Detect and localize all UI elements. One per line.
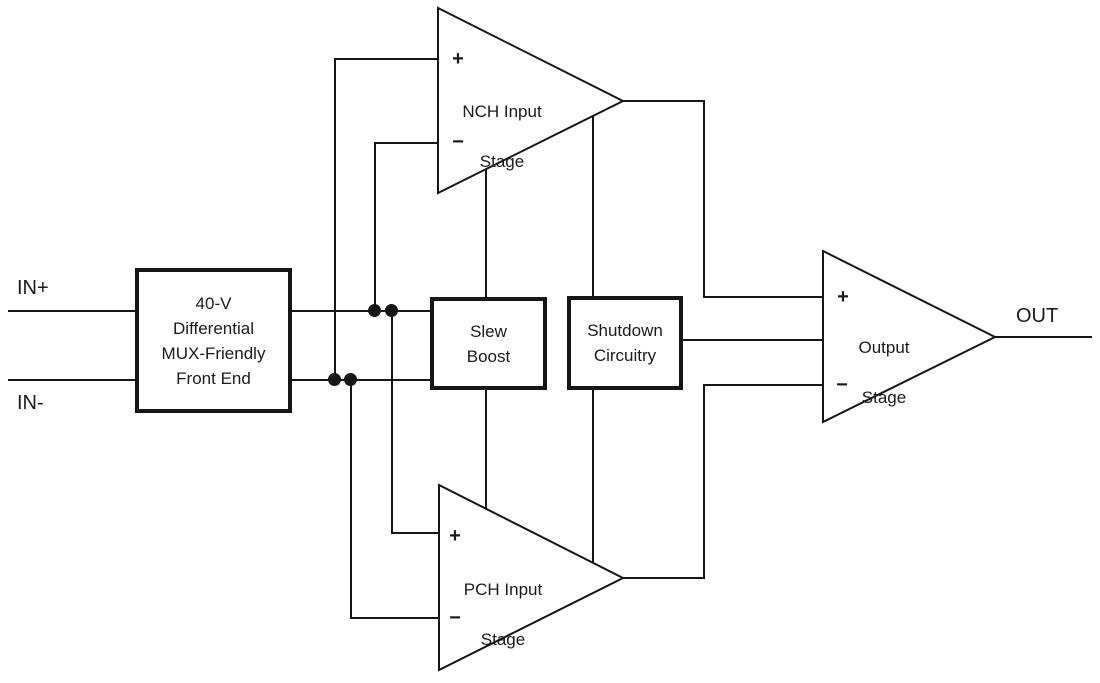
wire-v-slewboost-bottom xyxy=(485,389,487,510)
front-end-line4: Front End xyxy=(176,368,251,388)
triangle-shape xyxy=(822,249,998,424)
shutdown-block: Shutdown Circuitry xyxy=(567,296,683,390)
junction-dot-inplus-pchplus xyxy=(385,304,398,317)
output-stage-label-line2: Stage xyxy=(861,388,907,407)
wire-in-minus-mid xyxy=(292,379,431,381)
wire-v-nch-plus xyxy=(334,58,336,380)
pch-input-stage-label: PCH Input Stage xyxy=(438,552,568,677)
wire-pch-plus-stub xyxy=(391,532,439,534)
pch-input-stage-triangle xyxy=(438,483,626,672)
wire-v-shutdown-bottom xyxy=(592,389,594,564)
wire-v-pch-output xyxy=(703,384,705,578)
output-stage-label-line1: Output xyxy=(858,338,910,357)
wire-in-plus-mid xyxy=(292,310,431,312)
wire-outstage-plus-h xyxy=(703,296,823,298)
shutdown-line1: Shutdown xyxy=(587,321,663,340)
triangle-shape xyxy=(437,6,626,195)
pch-plus-sign: + xyxy=(449,525,461,547)
wire-out-line xyxy=(994,336,1092,338)
pch-label-line2: Stage xyxy=(480,630,526,649)
front-end-line2: Differential xyxy=(173,318,254,338)
wire-nch-minus-stub xyxy=(374,142,438,144)
junction-dot-inplus-nchminus xyxy=(368,304,381,317)
wire-v-pch-plus xyxy=(391,310,393,533)
output-stage-triangle xyxy=(822,249,998,424)
wire-pch-output-h xyxy=(622,577,705,579)
junction-dot-inminus-nchplus xyxy=(328,373,341,386)
output-stage-minus-sign: − xyxy=(836,374,848,396)
wire-v-slewboost-top xyxy=(485,169,487,298)
front-end-block: 40-V Differential MUX-Friendly Front End xyxy=(135,268,292,413)
nch-minus-sign: − xyxy=(452,131,464,153)
pch-minus-sign: − xyxy=(449,607,461,629)
output-stage-label: Output Stage xyxy=(824,310,944,435)
pch-label-line1: PCH Input xyxy=(463,580,543,599)
output-stage-plus-sign: + xyxy=(837,286,849,308)
wire-pch-minus-stub xyxy=(350,617,439,619)
wire-nch-output-h xyxy=(622,100,705,102)
nch-plus-sign: + xyxy=(452,48,464,70)
in-minus-label: IN- xyxy=(17,392,44,414)
out-label: OUT xyxy=(1016,305,1059,327)
in-plus-label: IN+ xyxy=(17,277,49,299)
nch-input-stage-triangle xyxy=(437,6,626,195)
nch-input-stage-label: NCH Input Stage xyxy=(437,74,567,199)
slew-boost-line1: Slew xyxy=(470,321,507,341)
wire-v-pch-minus xyxy=(350,379,352,618)
wire-nch-plus-stub xyxy=(334,58,438,60)
slew-boost-block: Slew Boost xyxy=(430,297,547,390)
wire-v-shutdown-top xyxy=(592,116,594,297)
nch-label-line2: Stage xyxy=(479,152,525,171)
front-end-line1: 40-V xyxy=(195,293,232,313)
shutdown-line2: Circuitry xyxy=(593,346,657,365)
junction-dot-inminus-pchminus xyxy=(344,373,357,386)
slew-boost-line2: Boost xyxy=(466,346,511,366)
wire-in-minus-left xyxy=(8,379,135,381)
wire-outstage-minus-h xyxy=(703,384,823,386)
wire-shutdown-output-h xyxy=(683,339,823,341)
triangle-shape xyxy=(438,483,626,672)
wire-v-nch-output xyxy=(703,100,705,297)
front-end-line3: MUX-Friendly xyxy=(161,343,266,363)
nch-label-line1: NCH Input xyxy=(462,102,542,121)
wire-in-plus-left xyxy=(8,310,135,312)
wire-v-nch-minus xyxy=(374,142,376,311)
